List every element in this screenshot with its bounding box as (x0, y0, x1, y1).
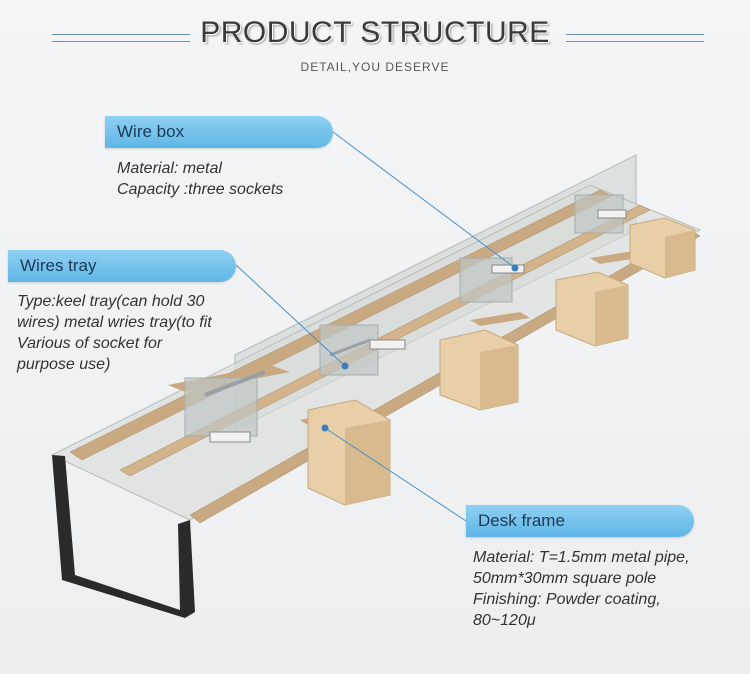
page-subtitle: DETAIL,YOU DESERVE (300, 60, 450, 74)
title-rule-left (52, 34, 190, 42)
wires-tray-dot (341, 362, 349, 370)
wires-tray-label: Wires tray (8, 250, 236, 282)
wire-tray-1 (204, 370, 266, 397)
wire-box-leader (332, 131, 516, 269)
wires-tray-description: Type:keel tray(can hold 30 wires) metal … (17, 291, 212, 375)
wires-tray-line-2: wires) metal wries tray(to fit (17, 314, 212, 331)
desk-frame-line-1: Material: T=1.5mm metal pipe, (473, 549, 690, 566)
wire-box-line-2: Capacity :three sockets (117, 181, 284, 198)
desk-frame-line-4: 80~120μ (473, 612, 536, 629)
privacy-screen-2 (319, 324, 379, 376)
wires-tray-leader (235, 264, 346, 367)
wire-box-line-1: Material: metal (117, 160, 222, 177)
wires-tray-line-1: Type:keel tray(can hold 30 (17, 293, 205, 310)
pedestal-2 (439, 329, 519, 411)
pedestal-3 (555, 271, 629, 347)
wire-box-1 (209, 431, 251, 443)
desk-frame-description: Material: T=1.5mm metal pipe, 50mm*30mm … (473, 547, 690, 631)
wires-tray-line-3: Various of socket for (17, 335, 163, 352)
privacy-screen-1 (184, 377, 258, 437)
wire-box-3 (491, 264, 525, 274)
wire-box-description: Material: metal Capacity :three sockets (117, 158, 283, 200)
frame-leg (52, 455, 195, 618)
desk-frame-label: Desk frame (466, 505, 694, 537)
desk-frame-dot (321, 424, 329, 432)
wire-tray-2 (329, 338, 371, 357)
desk-frame-line-3: Finishing: Powder coating, (473, 591, 661, 608)
title-rule-right (566, 34, 704, 42)
wire-box-2 (369, 339, 406, 350)
desk-frame-leader (324, 427, 467, 522)
wires-tray-line-4: purpose use) (17, 356, 111, 373)
desk-frame-line-2: 50mm*30mm square pole (473, 570, 657, 587)
pedestal-1 (307, 399, 391, 506)
cross-beam-3 (470, 312, 530, 326)
wire-box-4 (597, 209, 627, 219)
wire-box-label: Wire box (105, 116, 333, 148)
pedestal-4 (629, 217, 696, 279)
wire-box-dot (511, 264, 519, 272)
page-title: PRODUCT STRUCTURE (200, 16, 550, 49)
